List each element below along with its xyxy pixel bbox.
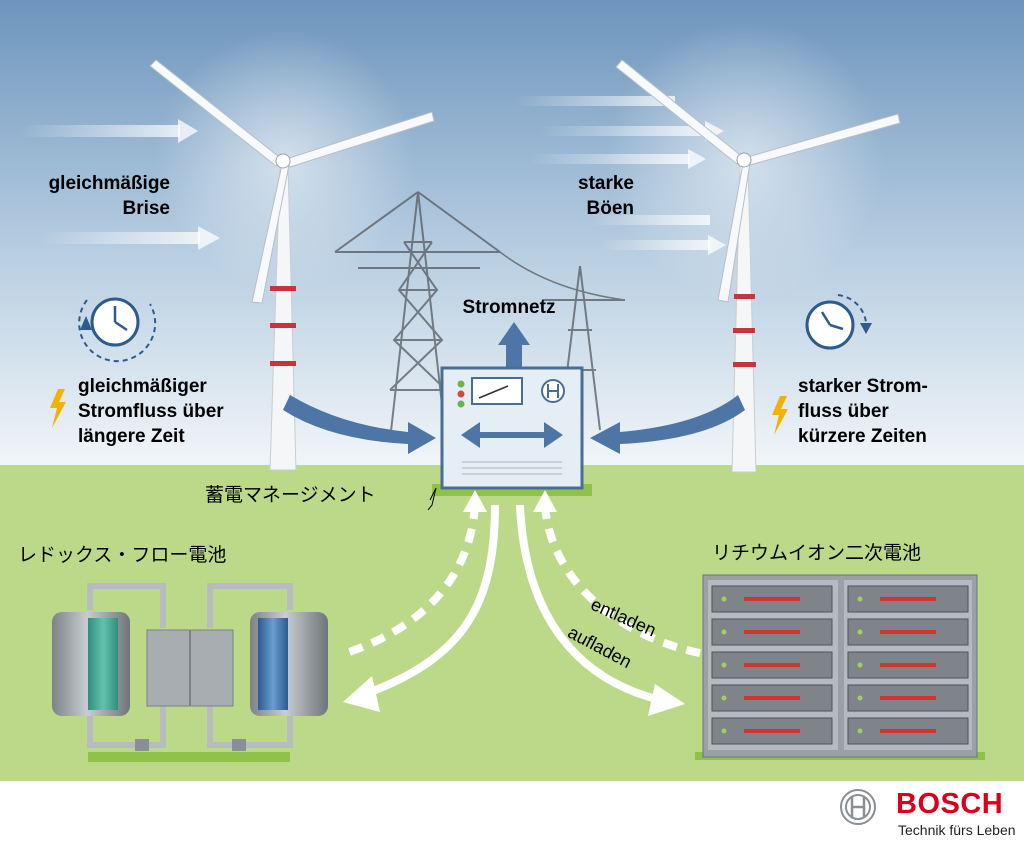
module-indicator xyxy=(880,729,936,733)
module-indicator xyxy=(880,630,936,634)
redox-flow-battery-illustration xyxy=(52,583,328,762)
module-indicator xyxy=(744,663,800,667)
clock-icon xyxy=(805,294,872,350)
module-led xyxy=(721,728,727,734)
module-led xyxy=(857,728,863,734)
clock-icon xyxy=(78,297,157,363)
module-led xyxy=(857,695,863,701)
charge-discharge-arrows xyxy=(338,504,711,704)
module-led xyxy=(857,629,863,635)
storage-management-label: 蓄電マネージメント xyxy=(205,484,376,506)
module-led xyxy=(721,695,727,701)
module-indicator xyxy=(880,663,936,667)
lithium-battery-label: リチウムイオン二次電池 xyxy=(712,542,922,564)
module-led xyxy=(721,629,727,635)
power-pylons xyxy=(334,191,626,441)
leader-line xyxy=(427,487,437,511)
brand-name: BOSCH xyxy=(896,788,1004,820)
bosch-logo-icon xyxy=(840,789,876,825)
module-led xyxy=(857,662,863,668)
brand-slogan: Technik fürs Leben xyxy=(898,822,1016,838)
module-led xyxy=(721,596,727,602)
module-indicator xyxy=(880,696,936,700)
module-indicator xyxy=(880,597,936,601)
module-indicator xyxy=(744,729,800,733)
lightning-icon xyxy=(772,396,788,435)
module-led xyxy=(721,662,727,668)
wind-turbine-left xyxy=(149,59,435,471)
grid-label: Stromnetz xyxy=(462,297,556,318)
battery-modules xyxy=(711,585,969,745)
module-indicator xyxy=(744,630,800,634)
power-flow-arrows xyxy=(283,322,745,454)
module-indicator xyxy=(744,696,800,700)
arrow-heads xyxy=(343,490,685,716)
lightning-icon xyxy=(50,389,66,428)
module-led xyxy=(857,596,863,602)
module-indicator xyxy=(744,597,800,601)
storage-management-unit xyxy=(432,366,592,496)
redox-battery-label: レドックス・フロー電池 xyxy=(18,544,227,566)
